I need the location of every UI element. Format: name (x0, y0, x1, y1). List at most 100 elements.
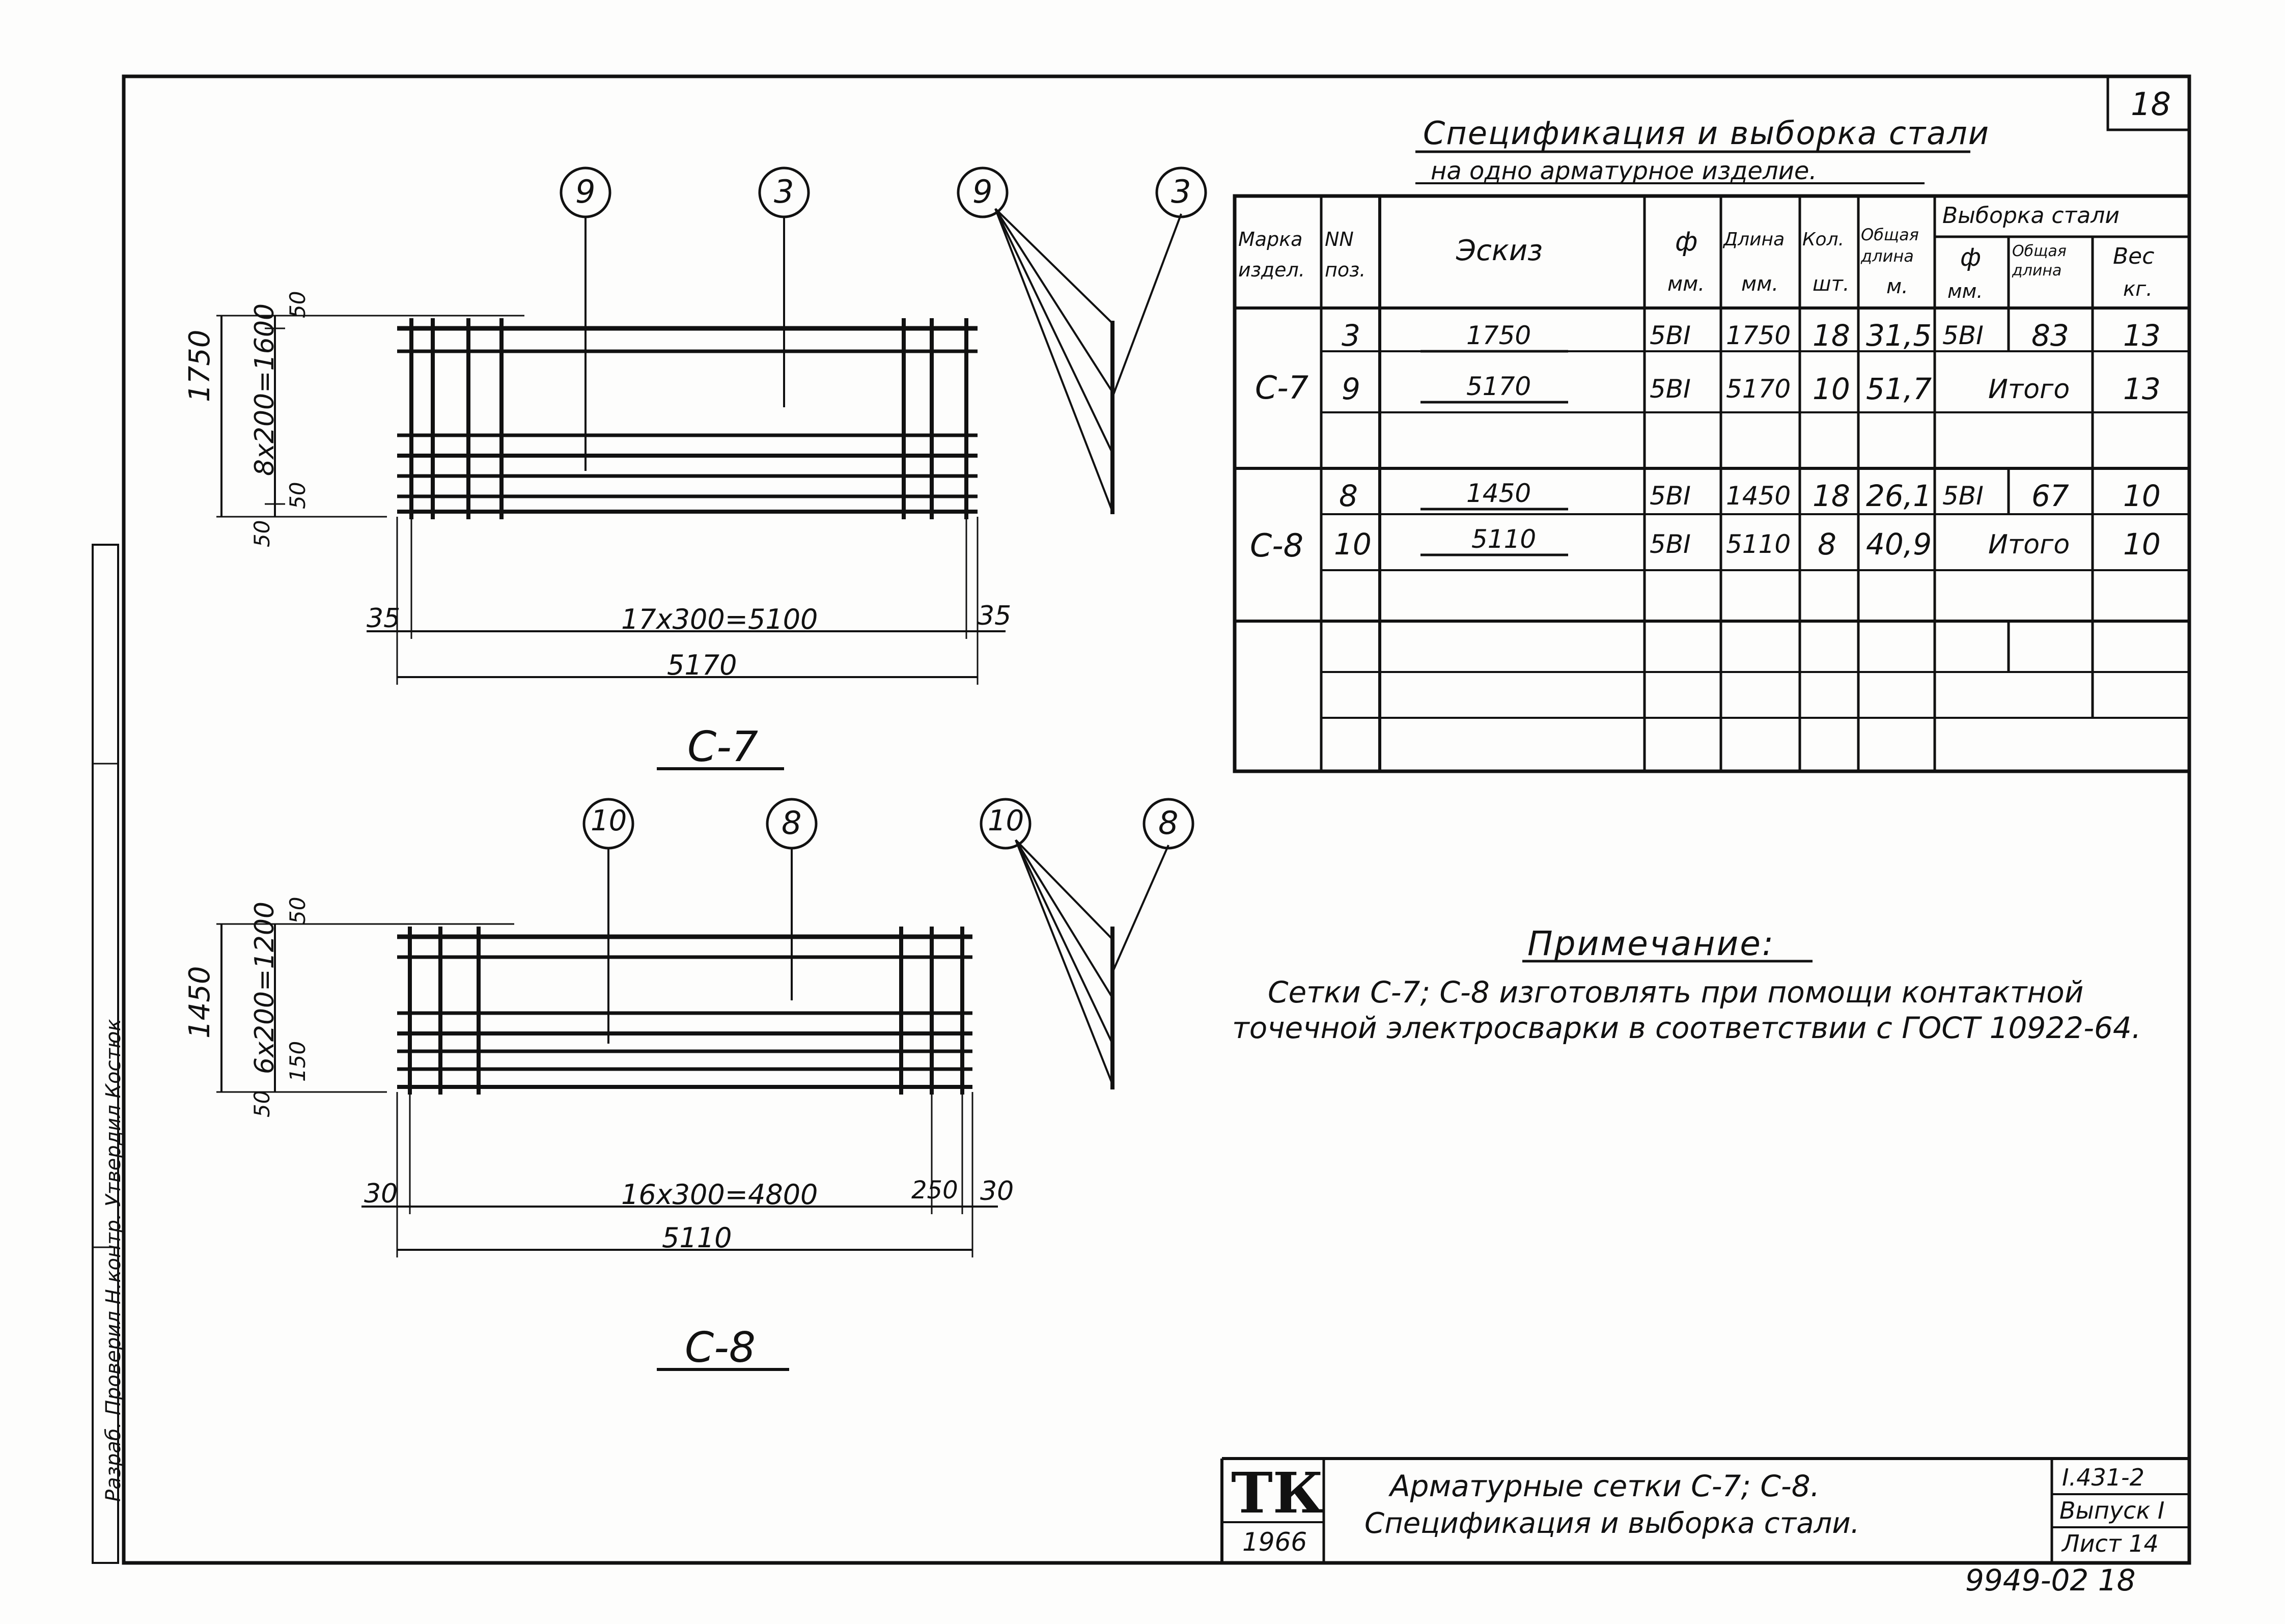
c7-height-dim: 1750 (183, 329, 216, 402)
header-count-unit: шт. (1813, 272, 1850, 296)
c8-span-dim: 16x300=4800 (621, 1179, 818, 1211)
cell-weight: 10 (2123, 479, 2161, 513)
cell-dia: 5BI (1650, 481, 1691, 511)
c8-label: С-8 (685, 1324, 756, 1372)
header-sel-dia: ф (1960, 243, 1982, 272)
cell-sel-dia: 5BI (1942, 481, 1984, 511)
c8-right-extra: 250 (911, 1176, 958, 1205)
cell-count: 10 (1813, 372, 1850, 406)
cell-count: 8 (1818, 527, 1836, 562)
c8-pos-8-label: 8 (782, 804, 802, 842)
title-block-line-2: Спецификация и выборка стали. (1364, 1507, 1860, 1540)
cell-total: 31,5 (1866, 318, 1932, 353)
cell-sketch: 5170 (1466, 372, 1531, 401)
cell-sketch: 1450 (1466, 479, 1531, 508)
c8-total-dim: 5110 (662, 1222, 732, 1254)
header-dia-unit: мм. (1667, 272, 1705, 296)
header-sel-total: Общая длина (2012, 242, 2067, 279)
header-pos: NN поз. (1325, 228, 1366, 281)
cell-pos: 3 (1342, 318, 1360, 353)
header-weight: Вес (2113, 243, 2155, 269)
c7-bottom-edge-2: 50 (285, 482, 310, 509)
note-line-1: Сетки С-7; С-8 изготовлять при помощи ко… (1268, 975, 2084, 1010)
cell-sel-total: 83 (2031, 318, 2069, 353)
cell-total: 40,9 (1866, 527, 1932, 562)
cell-weight: 13 (2123, 318, 2161, 353)
header-total-len: Общая длина (1861, 225, 1919, 266)
c7-inner-dim: 8x200=1600 (249, 303, 280, 476)
cell-count: 18 (1813, 318, 1850, 353)
cell-pos: 8 (1339, 479, 1358, 513)
mesh-c8-drawing (216, 798, 1194, 1371)
title-block-line-1: Арматурные сетки С-7; С-8. (1390, 1469, 1820, 1503)
cell-sketch: 1750 (1466, 321, 1531, 350)
cell-length: 5170 (1726, 374, 1791, 404)
header-dia: ф (1675, 227, 1698, 257)
cell-sel-total: 67 (2031, 479, 2069, 513)
row-mark-c7: С-7 (1255, 369, 1309, 406)
spec-subtitle: на одно арматурное изделие. (1431, 157, 1817, 185)
cell-weight: 13 (2123, 372, 2161, 406)
header-selection: Выборка стали (1942, 203, 2120, 229)
header-sketch: Эскиз (1456, 234, 1543, 267)
c7-top-edge: 50 (285, 291, 310, 318)
cell-length: 1450 (1726, 481, 1791, 511)
c8-inner-dim: 6x200=1200 (249, 901, 280, 1074)
c7-pos-3-label: 3 (774, 173, 794, 210)
c8-top-edge: 50 (285, 897, 310, 924)
c8-bottom-edge: 50 (249, 1090, 274, 1117)
c7-label: С-7 (687, 723, 759, 771)
side-stamp-text: Разраб. Проверил Н.контр. Утвердил Костю… (102, 1019, 125, 1502)
cell-sel-total: Итого (1988, 529, 2070, 560)
cell-pos: 9 (1342, 372, 1360, 406)
cell-sel-dia: 5BI (1942, 321, 1984, 350)
c8-section-pos-10-label: 10 (988, 804, 1024, 837)
header-sel-dia-unit: мм. (1947, 280, 1983, 302)
title-block-logo: ТК (1231, 1460, 1324, 1526)
cell-count: 18 (1813, 479, 1850, 513)
cell-pos: 10 (1334, 527, 1372, 562)
c8-height-dim: 1450 (183, 966, 216, 1039)
c7-left-edge: 35 (367, 603, 401, 634)
title-block-code: I.431-2 (2062, 1464, 2144, 1491)
cell-total: 26,1 (1866, 479, 1932, 513)
c7-right-edge: 35 (978, 601, 1012, 631)
c8-left-edge: 30 (364, 1179, 398, 1209)
sheet-number-box (2106, 75, 2191, 131)
c8-bottom-edge-2: 150 (285, 1041, 310, 1082)
row-mark-c8: С-8 (1250, 527, 1304, 564)
cell-dia: 5BI (1650, 374, 1691, 404)
header-length: Длина (1723, 229, 1785, 250)
cell-sel-total: Итого (1988, 374, 2070, 405)
note-line-2: точечной электросварки в соответствии с … (1232, 1011, 2141, 1045)
mesh-c7-drawing (216, 166, 1207, 770)
side-stamp-strip (92, 544, 119, 1564)
title-block-sheet: Лист 14 (2062, 1530, 2159, 1557)
c7-span-dim: 17x300=5100 (621, 603, 818, 635)
c8-section-pos-8-label: 8 (1158, 804, 1179, 842)
cell-dia: 5BI (1650, 529, 1691, 559)
spec-title: Спецификация и выборка стали (1423, 115, 1990, 152)
cell-sketch: 5110 (1471, 524, 1537, 554)
c7-total-dim: 5170 (667, 649, 737, 681)
c8-pos-10-label: 10 (591, 804, 627, 837)
cell-length: 1750 (1726, 321, 1791, 350)
cell-dia: 5BI (1650, 321, 1691, 350)
sheet-number: 18 (2131, 86, 2171, 123)
c7-section-pos-3-label: 3 (1171, 173, 1191, 210)
spec-table-grid (1233, 194, 2191, 773)
title-block-issue: Выпуск I (2059, 1497, 2165, 1524)
title-block-year: 1966 (1242, 1527, 1307, 1557)
note-title: Примечание: (1527, 924, 1775, 963)
header-mark: Марка издел. (1238, 228, 1305, 281)
sheet-frame (122, 74, 2191, 1565)
cell-length: 5110 (1726, 529, 1791, 559)
header-count: Кол. (1802, 229, 1845, 250)
c7-section-pos-9-label: 9 (972, 173, 993, 210)
c7-pos-9-label: 9 (575, 173, 596, 210)
header-weight-unit: кг. (2123, 277, 2153, 301)
c8-right-edge: 30 (980, 1176, 1014, 1207)
c7-bottom-edge: 50 (249, 520, 274, 547)
title-block-grid (1220, 1457, 2189, 1563)
